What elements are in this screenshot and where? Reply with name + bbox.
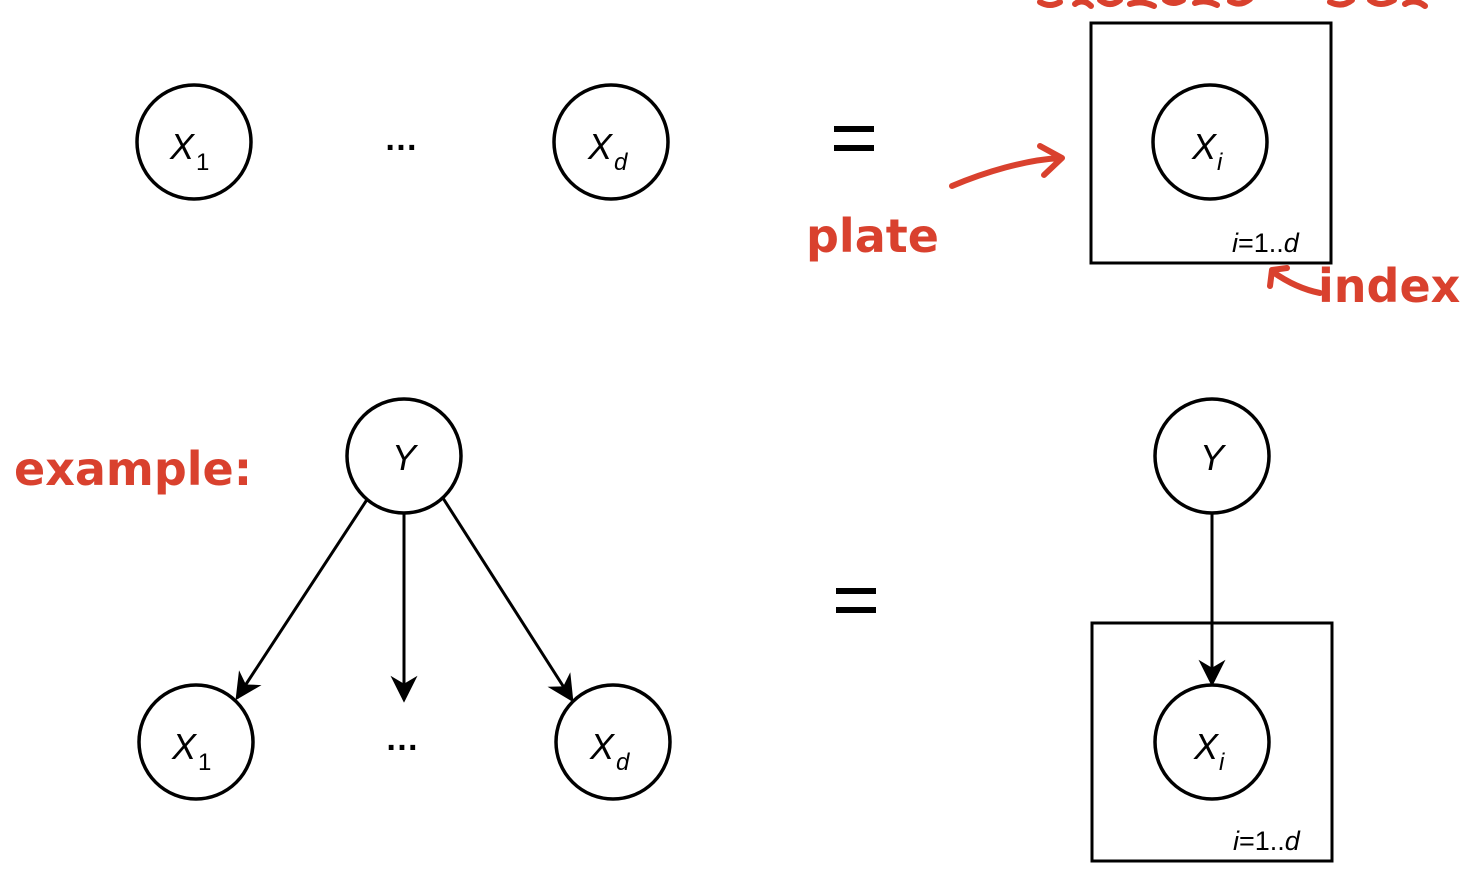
example-annotation: example: <box>14 442 252 496</box>
svg-text:d: d <box>614 149 628 176</box>
svg-text:i: i <box>1219 749 1225 776</box>
edge-y-xd <box>439 494 574 703</box>
node-x1-bottom: X 1 <box>137 683 255 801</box>
svg-text:i: i <box>1217 149 1223 176</box>
svg-text:i=1..d: i=1..d <box>1232 228 1300 258</box>
svg-text:X: X <box>1193 726 1220 767</box>
node-xd-bottom: X d <box>554 683 672 801</box>
svg-text:X: X <box>169 126 196 167</box>
svg-text:X: X <box>589 726 616 767</box>
svg-text:1: 1 <box>196 149 209 176</box>
plate-index-bottom: i=1..d <box>1233 826 1301 856</box>
svg-text:X: X <box>171 726 198 767</box>
plate-annotation: plate <box>806 209 939 263</box>
index-arrow <box>1267 265 1323 296</box>
plate-index-top: i=1..d <box>1232 228 1300 258</box>
svg-text:Y: Y <box>1200 437 1227 478</box>
ellipsis-bottom: … <box>385 720 419 758</box>
plate-arrow <box>949 143 1065 189</box>
index-annotation: index <box>1318 259 1460 313</box>
equals-sign-bottom <box>836 588 876 613</box>
svg-text:1: 1 <box>198 749 211 776</box>
node-xi-bottom: X i <box>1153 683 1271 801</box>
node-xi-top: X i <box>1151 83 1269 201</box>
node-xd-top: X d <box>552 83 670 201</box>
svg-text:Y: Y <box>392 437 419 478</box>
ellipsis-top: … <box>384 120 418 158</box>
plate-box-top <box>1089 21 1333 265</box>
node-y-plate: Y <box>1153 397 1271 515</box>
svg-text:i=1..d: i=1..d <box>1233 826 1301 856</box>
edge-y-x1 <box>235 494 372 701</box>
svg-text:X: X <box>1191 126 1218 167</box>
svg-text:X: X <box>587 126 614 167</box>
svg-text:d: d <box>616 749 630 776</box>
node-x1-top: X 1 <box>135 83 253 201</box>
node-y-bottom: Y <box>345 397 463 515</box>
equals-sign-top <box>834 126 874 151</box>
handwritten-cutoff-scribble <box>1037 0 1428 9</box>
